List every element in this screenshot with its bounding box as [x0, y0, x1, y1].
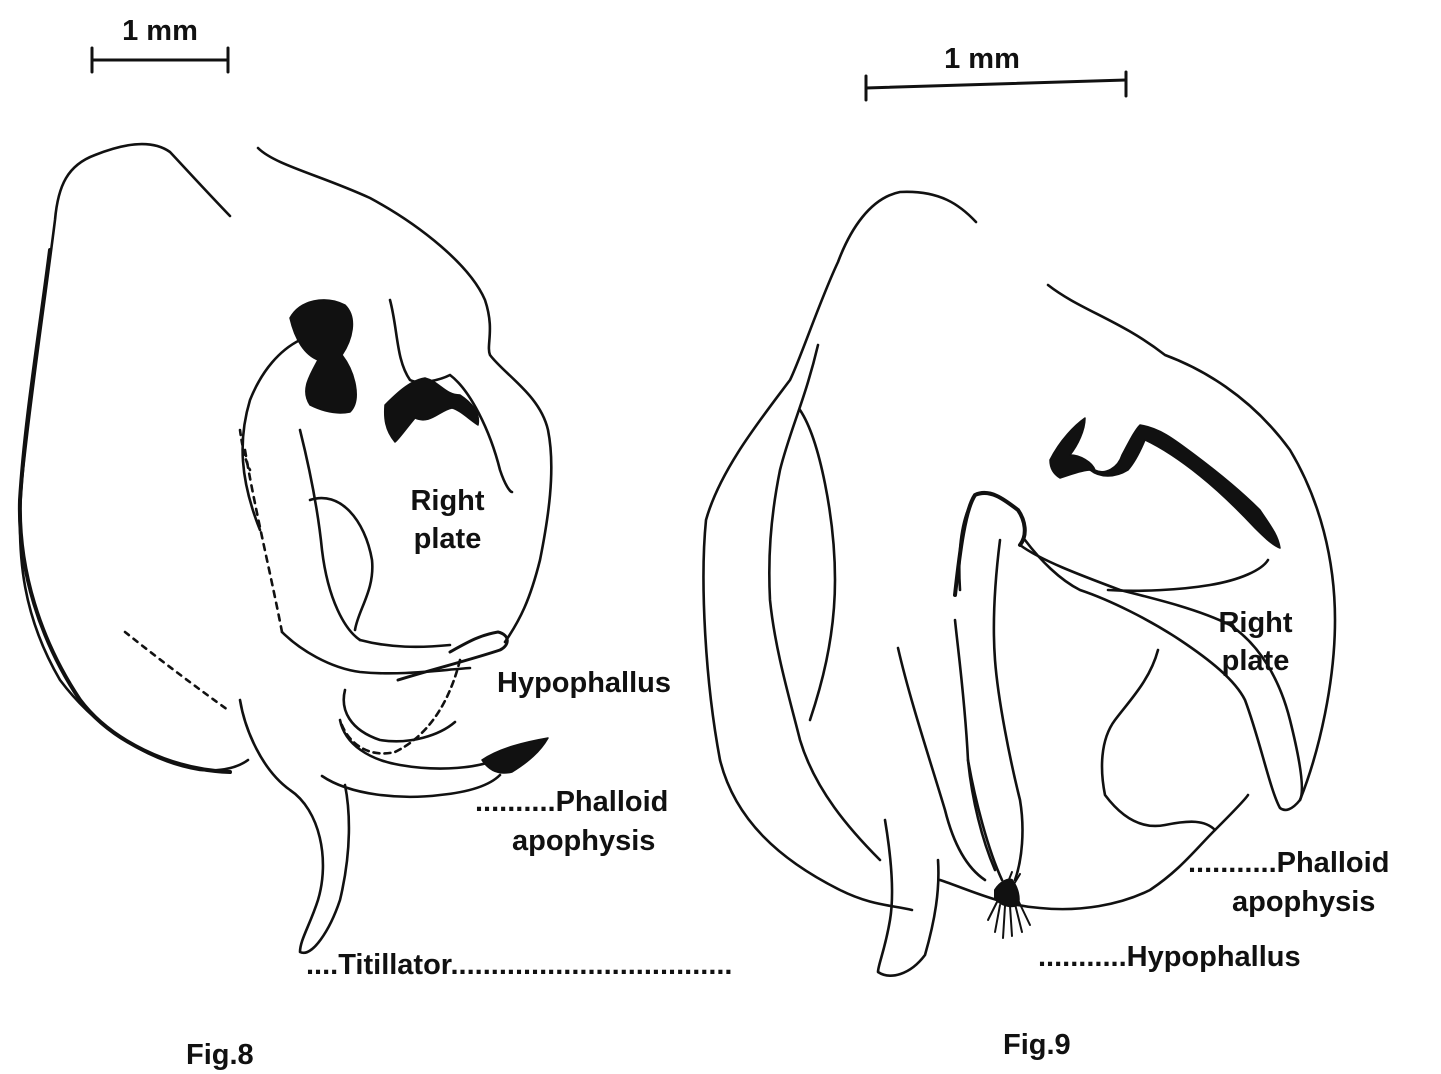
fig9-phalloid-label-line1: ...........Phalloid	[1188, 844, 1389, 882]
fig8-phalloid-label-line1: ..........Phalloid	[475, 783, 668, 821]
titillator-label: ....Titillator..........................…	[306, 946, 733, 984]
fig8-scale-label: 1 mm	[95, 12, 225, 50]
fig9-hypophallus-label: ...........Hypophallus	[1038, 938, 1301, 976]
fig8-scale-bar	[92, 48, 228, 72]
fig9-right-plate-label-line2: plate	[1198, 642, 1313, 680]
fig8-phalloid-label-line2: apophysis	[512, 822, 655, 860]
fig9-caption: Fig.9	[1003, 1026, 1071, 1064]
fig9-phalloid-label-line2: apophysis	[1232, 883, 1375, 921]
fig8-body-outline	[20, 144, 248, 770]
fig8-titillator	[240, 700, 349, 953]
fig9-toothed-sclerite	[1050, 418, 1280, 548]
fig9-drawing	[704, 72, 1335, 976]
fig8-sheath	[243, 340, 300, 530]
fig9-sclerite-left	[955, 493, 1025, 595]
fig9-titillator	[878, 820, 938, 976]
fig8-hypophallus-label: Hypophallus	[497, 664, 671, 702]
fig9-right-plate-label-line1: Right	[1198, 604, 1313, 642]
fig8-right-plate-label-line2: plate	[390, 520, 505, 558]
fig8-phalloid	[482, 738, 548, 773]
fig8-body-inner-edge	[20, 250, 230, 772]
fig8-right-plate-label-line1: Right	[390, 482, 505, 520]
fig8-caption: Fig.8	[186, 1036, 254, 1074]
fig9-body-right	[1025, 285, 1335, 810]
fig9-scale-label: 1 mm	[922, 40, 1042, 78]
fig8-sclerite-top	[290, 300, 356, 413]
fig8-dashed-line	[245, 450, 282, 632]
fig9-body-outline	[704, 192, 976, 910]
